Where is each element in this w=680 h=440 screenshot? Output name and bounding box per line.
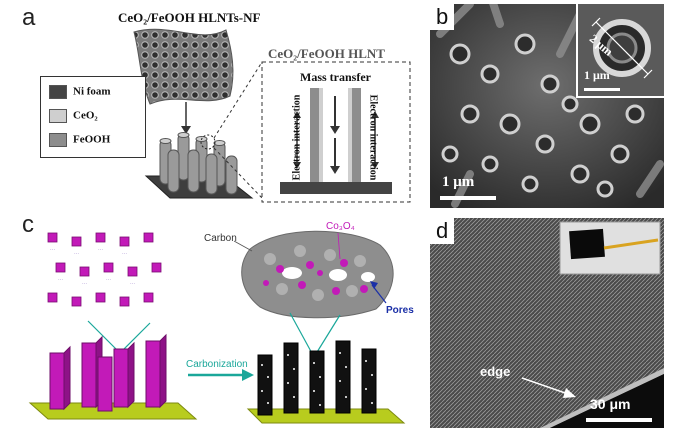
svg-text:···: ··· [50, 247, 55, 253]
panel-c-letter: c [22, 211, 34, 238]
legend-item-ni-foam: Ni foam [49, 85, 111, 99]
precursor-crystals [47, 232, 162, 307]
svg-text:···: ··· [106, 277, 111, 283]
panel-c-illustration: ··· ··· ··· ··· ··· ··· ··· ··· [28, 230, 406, 424]
inset-sem [584, 17, 653, 91]
panel-b-inset: 2 μm 1 μm [576, 4, 664, 98]
panel-c: ··· ··· ··· ··· ··· ··· ··· ··· [0, 211, 420, 440]
co3o4-label: Co₃O₄ [326, 221, 355, 232]
zoom-circle [200, 134, 216, 150]
electron-interaction-right: Electron interaction [367, 94, 379, 181]
swatch-ni-foam [49, 85, 67, 99]
panel-a: a CeO₂/FeOOH HLNTs-NF CeO₂/FeOOH HLNT Ni… [0, 0, 420, 215]
panel-a-letter: a [22, 4, 36, 31]
panel-a-hlnt-title: CeO₂/FeOOH HLNT [268, 46, 385, 61]
panel-b: 2 μm 1 μm b 1 μm [430, 4, 664, 208]
scale-label-b: 1 μm [442, 174, 475, 190]
panel-d: d edge 30 μm [430, 218, 664, 428]
electron-interaction-left: Electron interaction [291, 94, 303, 181]
magenta-pillars [49, 333, 167, 412]
carbon-label: Carbon [204, 233, 237, 244]
scale-bar-d [586, 418, 652, 422]
inset-scale-label: 1 μm [584, 68, 610, 82]
svg-text:···: ··· [122, 251, 127, 257]
nanotubes [159, 132, 238, 195]
scale-label-d: 30 μm [590, 396, 631, 412]
swatch-feooh [49, 133, 67, 147]
swatch-ceo2 [49, 109, 67, 123]
svg-text:···: ··· [74, 251, 79, 257]
svg-text:···: ··· [130, 281, 135, 287]
panel-b-letter: b [430, 4, 455, 30]
pores-label: Pores [386, 305, 414, 316]
svg-text:···: ··· [82, 281, 87, 287]
panel-a-illustration [133, 28, 411, 203]
svg-text:···: ··· [58, 277, 63, 283]
panel-a-title: CeO₂/FeOOH HLNTs-NF [118, 10, 261, 25]
legend: Ni foam CeO₂ FeOOH [40, 76, 146, 158]
scale-bar-b [440, 196, 496, 200]
svg-text:···: ··· [98, 247, 103, 253]
panel-d-letter: d [430, 218, 455, 244]
legend-item-feooh: FeOOH [49, 133, 110, 147]
carbonization-label: Carbonization [186, 359, 248, 370]
legend-item-ceo2: CeO₂ [49, 109, 98, 123]
mass-transfer-label: Mass transfer [300, 70, 371, 84]
sem-image-d [430, 218, 664, 428]
carbonized-pillars [257, 340, 377, 416]
edge-label: edge [480, 364, 511, 379]
porous-sheet [133, 28, 234, 105]
